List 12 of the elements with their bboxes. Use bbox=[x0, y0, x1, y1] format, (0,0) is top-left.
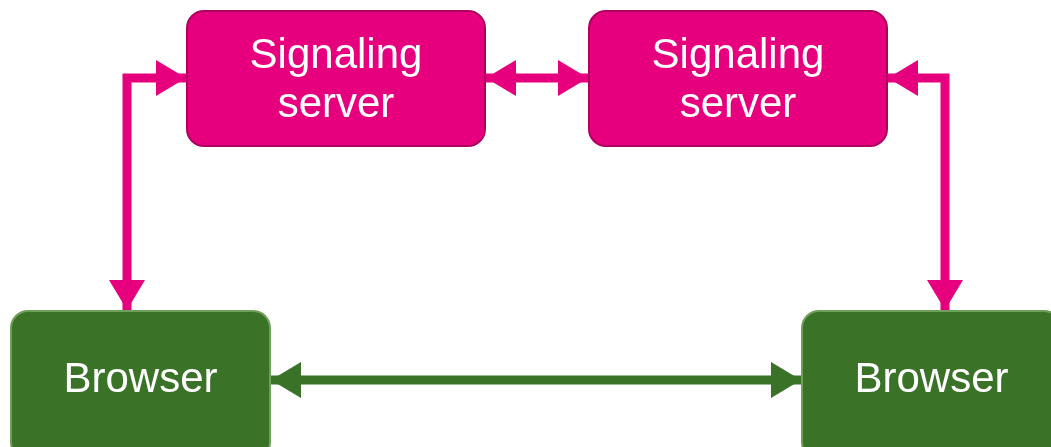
server-box bbox=[186, 10, 486, 147]
double-arrow bbox=[888, 60, 963, 310]
double-arrow bbox=[109, 60, 186, 310]
node-label: Signaling server bbox=[650, 30, 826, 127]
node-label: Signaling server bbox=[248, 30, 424, 127]
double-arrow bbox=[271, 362, 801, 398]
browser-box bbox=[10, 310, 271, 447]
node-label: Browser bbox=[854, 354, 1009, 403]
browser-box bbox=[801, 310, 1051, 447]
double-arrow bbox=[486, 60, 588, 96]
server-box bbox=[588, 10, 888, 147]
node-label: Browser bbox=[63, 354, 218, 403]
